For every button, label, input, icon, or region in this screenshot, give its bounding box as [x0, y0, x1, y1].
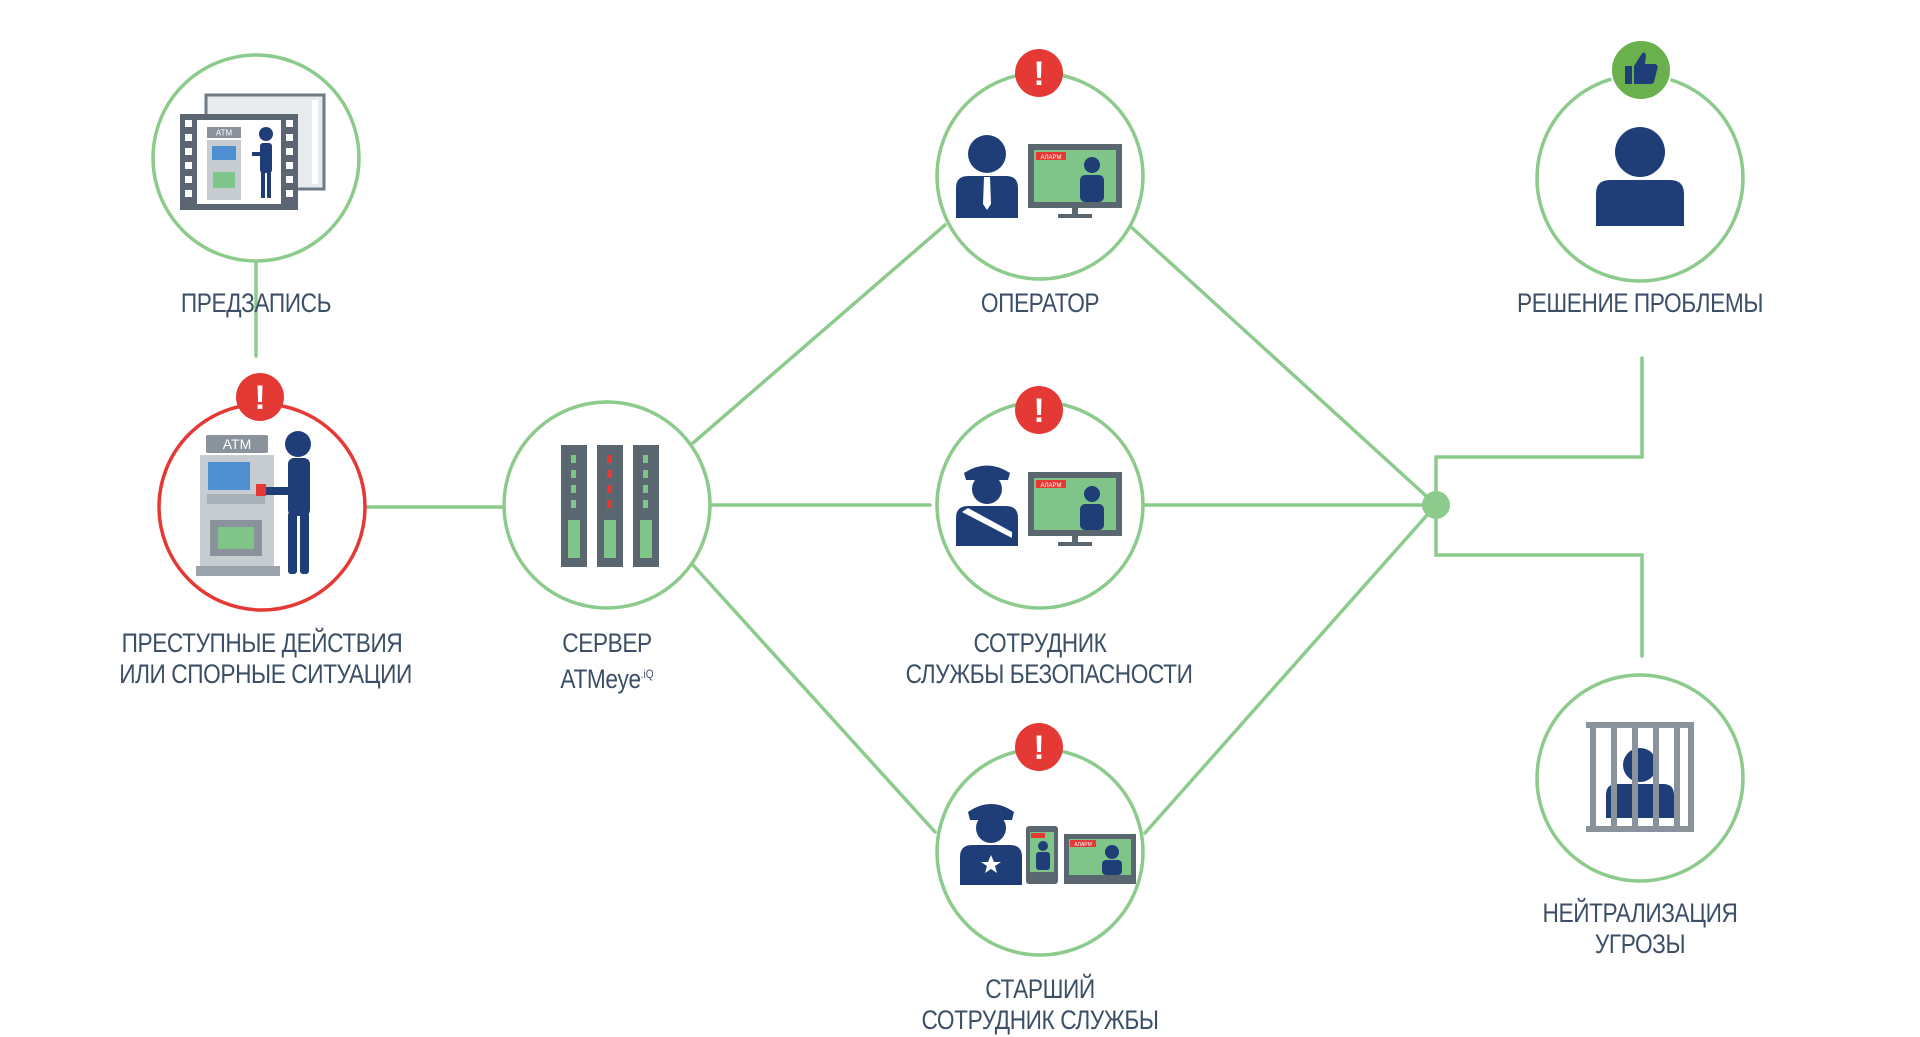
label-line: ОПЕРАТОР — [980, 288, 1100, 318]
label-resolution: РЕШЕНИЕ ПРОБЛЕМЫ — [1514, 288, 1766, 319]
junction-node — [1422, 491, 1450, 519]
alarm-text: АЛАРМ — [1040, 483, 1061, 489]
alert-badge: ! — [1015, 49, 1063, 97]
label-line: ПРЕДЗАПИСЬ — [180, 288, 332, 318]
svg-text:ATM: ATM — [216, 129, 233, 138]
alert-badge-text: ! — [254, 379, 265, 417]
connector-hub-resolution — [1434, 356, 1644, 507]
atm-user-icon: ATM — [196, 431, 311, 576]
node-operator: АЛАРМ ! — [935, 49, 1145, 281]
person-icon — [1596, 127, 1684, 226]
police-officer-devices-icon: АЛАРМ — [960, 804, 1136, 885]
connectors — [254, 223, 1644, 835]
atm-video-film-icon: ATM — [180, 93, 326, 210]
connector-server-operator — [691, 223, 947, 445]
node-server — [502, 400, 712, 610]
node-ring — [1535, 73, 1745, 283]
node-resolution — [1535, 39, 1745, 283]
label-line: ПРЕСТУПНЫЕ ДЕЙСТВИЯ — [121, 628, 403, 658]
label-senior: СТАРШИЙ СОТРУДНИК СЛУЖБЫ — [914, 974, 1166, 1036]
connector-operator-hub — [1128, 224, 1438, 507]
label-line: СТАРШИЙ — [985, 974, 1095, 1004]
label-operator: ОПЕРАТОР — [956, 288, 1124, 319]
server-racks-icon — [561, 445, 659, 567]
label-prerecord: ПРЕДЗАПИСЬ — [172, 288, 340, 319]
alert-badge: ! — [1015, 723, 1063, 771]
label-line: СЕРВЕР — [562, 628, 652, 658]
person-behind-bars-icon — [1586, 722, 1694, 832]
brand-suffix: .iQ — [640, 667, 654, 681]
alarm-text: АЛАРМ — [1074, 842, 1092, 848]
alert-badge: ! — [236, 373, 284, 421]
label-security: СОТРУДНИК СЛУЖБЫ БЕЗОПАСНОСТИ — [905, 628, 1193, 690]
label-server: СЕРВЕР ATMeye.iQ — [523, 628, 691, 695]
operator-monitor-icon: АЛАРМ — [956, 135, 1122, 218]
label-line: РЕШЕНИЕ ПРОБЛЕМЫ — [1516, 288, 1763, 318]
label-incident: ПРЕСТУПНЫЕ ДЕЙСТВИЯ ИЛИ СПОРНЫЕ СИТУАЦИИ — [119, 628, 412, 690]
security-guard-monitor-icon: АЛАРМ — [956, 465, 1122, 546]
alert-badge-text: ! — [1033, 55, 1044, 93]
label-line: ИЛИ СПОРНЫЕ СИТУАЦИИ — [119, 659, 412, 689]
alert-badge-text: ! — [1033, 729, 1044, 767]
alarm-text: АЛАРМ — [1040, 155, 1061, 161]
label-line: ATMeye.iQ — [523, 659, 691, 695]
label-neutralize: НЕЙТРАЛИЗАЦИЯ УГРОЗЫ — [1539, 898, 1741, 960]
alert-badge-text: ! — [1033, 392, 1044, 430]
label-line: НЕЙТРАЛИЗАЦИЯ — [1542, 898, 1738, 928]
label-line: УГРОЗЫ — [1594, 929, 1686, 959]
node-neutralize — [1535, 673, 1745, 883]
connector-hub-neutralize — [1434, 503, 1644, 658]
connector-server-senior — [691, 563, 937, 834]
alert-badge: ! — [1015, 386, 1063, 434]
label-line: СОТРУДНИК СЛУЖБЫ — [921, 1005, 1159, 1035]
label-line: СОТРУДНИК — [973, 628, 1107, 658]
connector-senior-hub — [1143, 503, 1438, 835]
node-prerecord: ATM — [151, 53, 361, 263]
node-security: АЛАРМ ! — [935, 386, 1145, 610]
node-senior: АЛАРМ ! — [935, 723, 1145, 957]
thumbs-up-icon — [1610, 39, 1672, 101]
brand-name: ATMeye — [560, 664, 641, 694]
atm-text: ATM — [223, 436, 252, 452]
label-line: СЛУЖБЫ БЕЗОПАСНОСТИ — [905, 659, 1193, 689]
node-incident: ATM ! — [157, 373, 367, 612]
